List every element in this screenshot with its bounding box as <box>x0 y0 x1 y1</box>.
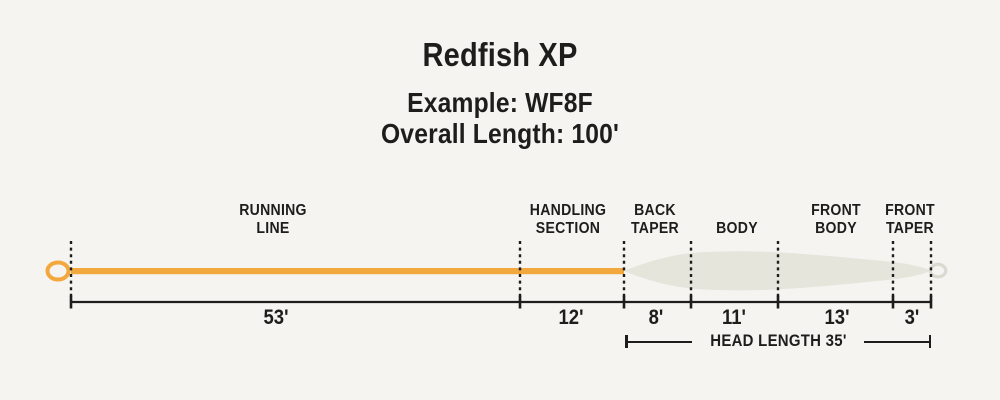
running-line-segment <box>71 268 624 275</box>
section-label-front-taper: FRONT TAPER <box>885 202 935 237</box>
head-length-bracket: HEAD LENGTH 35' <box>625 330 932 352</box>
example-line: Example: WF8F <box>407 87 593 118</box>
head-profile <box>624 251 931 291</box>
section-label-front-body: FRONT BODY <box>811 202 861 237</box>
head-bracket-left-line <box>625 340 692 343</box>
section-label-back-taper: BACK TAPER <box>630 202 679 237</box>
section-label-body: BODY <box>716 220 758 237</box>
overall-length-line: Overall Length: 100' <box>380 118 620 149</box>
section-label-handling-section: HANDLING SECTION <box>529 202 607 237</box>
length-label-running-line: 53' <box>263 306 289 329</box>
length-label-body: 11' <box>722 306 746 329</box>
length-label-front-body: 13' <box>824 306 850 329</box>
front-loop-icon <box>928 262 948 279</box>
product-title: Redfish XP <box>422 36 578 73</box>
length-label-back-taper: 8' <box>648 306 664 329</box>
measurement-ruler <box>69 295 933 309</box>
head-length-label: HEAD LENGTH 35' <box>709 330 847 350</box>
length-label-handling-section: 12' <box>558 306 584 329</box>
head-bracket-right-line <box>864 340 932 343</box>
length-label-front-taper: 3' <box>904 306 920 329</box>
section-label-running-line: RUNNING LINE <box>239 202 307 237</box>
rear-loop-icon <box>45 260 71 282</box>
